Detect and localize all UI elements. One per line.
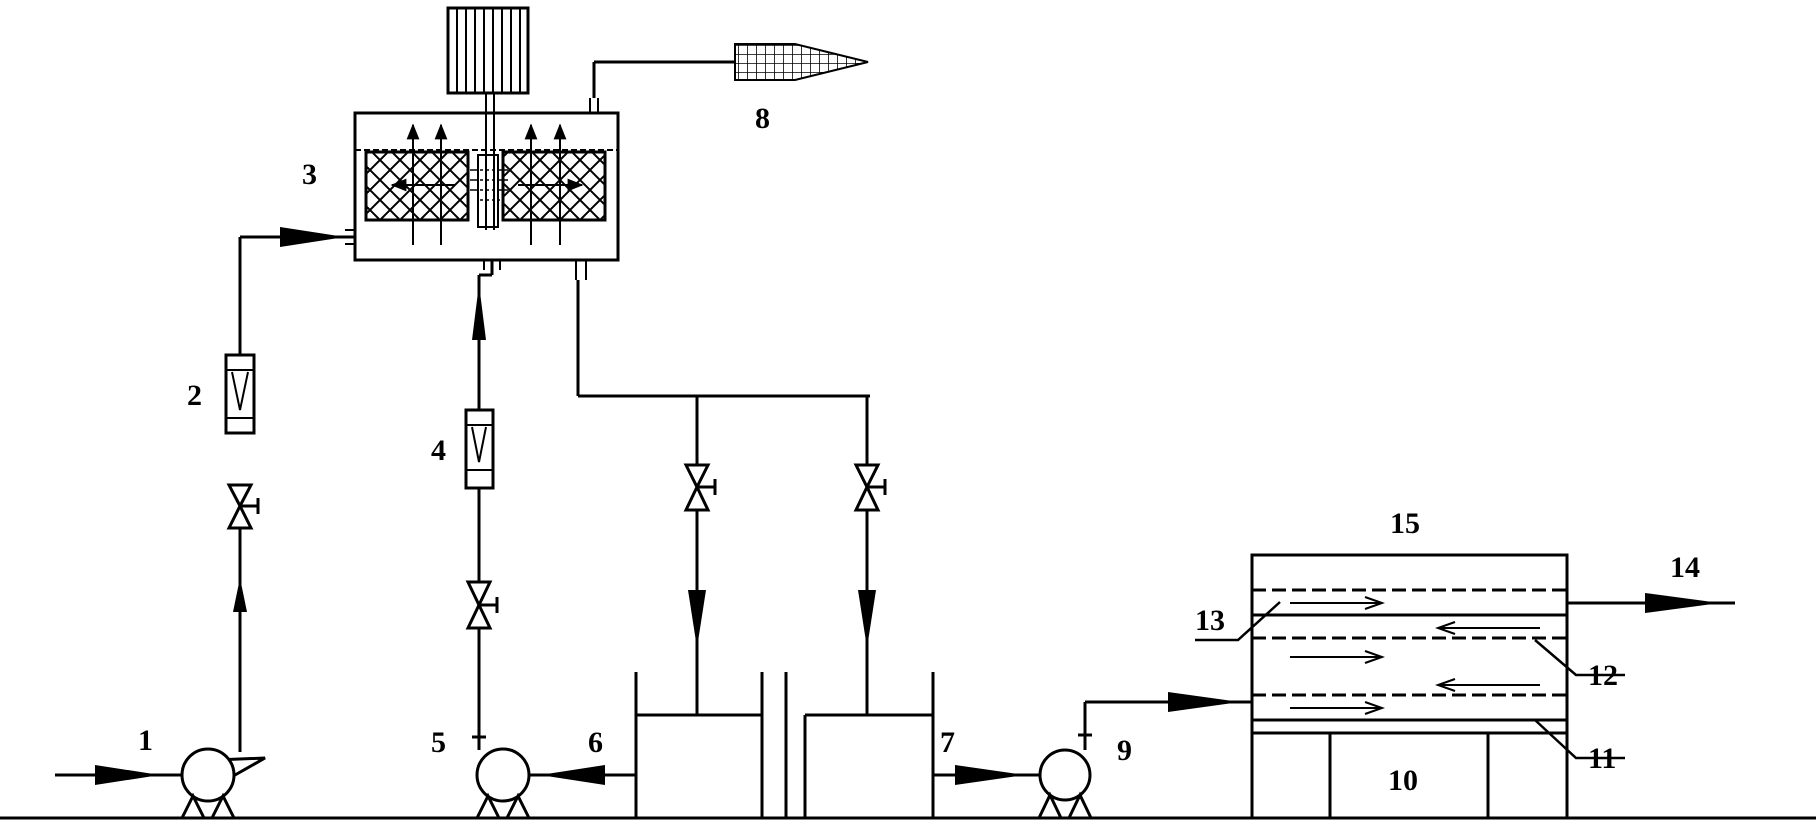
label-7: 7: [940, 726, 955, 759]
valve-1: [226, 483, 260, 530]
label-13: 13: [1195, 604, 1225, 637]
outlet-line: [576, 280, 876, 715]
pump-1: [55, 747, 266, 820]
feed-line-5: [472, 273, 636, 785]
label-14: 14: [1670, 551, 1700, 584]
flowmeter-2: [224, 353, 256, 435]
label-5: 5: [431, 726, 446, 759]
tank-6: [634, 672, 764, 818]
label-2: 2: [187, 379, 202, 412]
label-4: 4: [431, 434, 446, 467]
label-10: 10: [1388, 764, 1418, 797]
gas-filter-8: [734, 43, 869, 81]
label-15: 15: [1390, 507, 1420, 540]
reactor-arrows: [390, 123, 584, 245]
valve-tank-6: [683, 463, 717, 512]
outlet-line-14: [1567, 593, 1735, 613]
transfer-line-7: [933, 765, 1040, 785]
pump-5: [472, 735, 532, 820]
offgas-line: [592, 60, 735, 98]
motor: [446, 6, 530, 95]
flow-arrows: [1290, 596, 1540, 715]
label-3: 3: [302, 158, 317, 191]
label-6: 6: [588, 726, 603, 759]
reactor-3: [340, 93, 620, 280]
valve-tank-7: [853, 463, 887, 512]
transfer-line-9: [1083, 692, 1252, 735]
filter-unit-15: [1250, 553, 1569, 820]
flowmeter-4: [464, 408, 495, 490]
label-11: 11: [1588, 742, 1616, 775]
leader-lines: [1195, 601, 1625, 760]
pump-9: [1036, 733, 1094, 820]
label-8: 8: [755, 102, 770, 135]
label-9: 9: [1117, 734, 1132, 767]
valve-5: [465, 580, 499, 630]
label-12: 12: [1588, 659, 1618, 692]
label-1: 1: [138, 724, 153, 757]
tank-7: [784, 672, 935, 818]
